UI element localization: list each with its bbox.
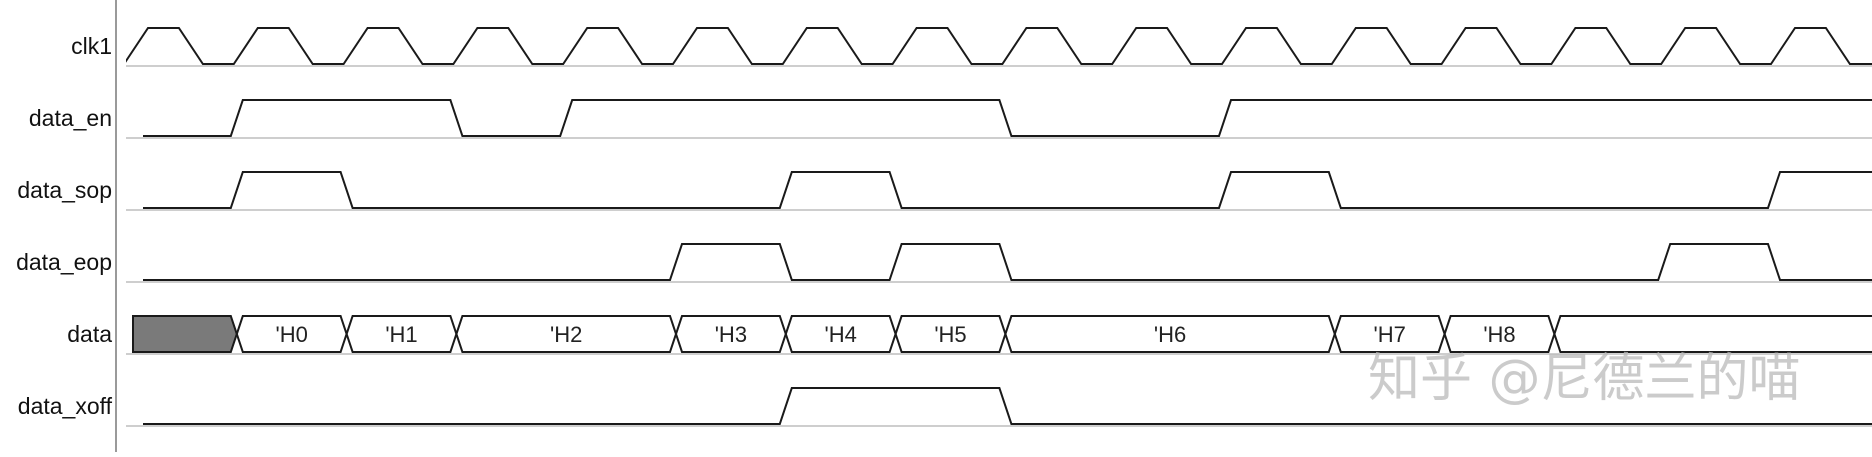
bus-value-9: 'H8: [1483, 322, 1515, 347]
waveform-data_en: [143, 99, 1872, 137]
waveform-data_eop: [143, 243, 1872, 281]
signal-name-data_xoff: data_xoff: [18, 393, 113, 419]
waveform-data_sop: [143, 171, 1872, 209]
signal-name-clk1: clk1: [71, 33, 112, 59]
bus-value-7: 'H6: [1154, 322, 1186, 347]
bus-value-1: 'H0: [276, 322, 308, 347]
signal-name-data_sop: data_sop: [17, 177, 112, 203]
signal-name-data: data: [67, 321, 112, 347]
watermark-text: 知乎 @尼德兰的喵: [1368, 349, 1801, 409]
waveform-clk1: [126, 27, 1872, 65]
signal-name-data_en: data_en: [29, 105, 112, 131]
waveform-data_xoff: [143, 387, 1872, 425]
bus-value-8: 'H7: [1374, 322, 1406, 347]
bus-value-3: 'H2: [550, 322, 582, 347]
signal-name-data_eop: data_eop: [16, 249, 112, 275]
bus-value-4: 'H3: [715, 322, 747, 347]
bus-segment-0: [132, 315, 238, 353]
bus-value-6: 'H5: [934, 322, 966, 347]
bus-value-2: 'H1: [385, 322, 417, 347]
bus-value-5: 'H4: [825, 322, 857, 347]
bus-segment-10: [1553, 315, 1872, 353]
